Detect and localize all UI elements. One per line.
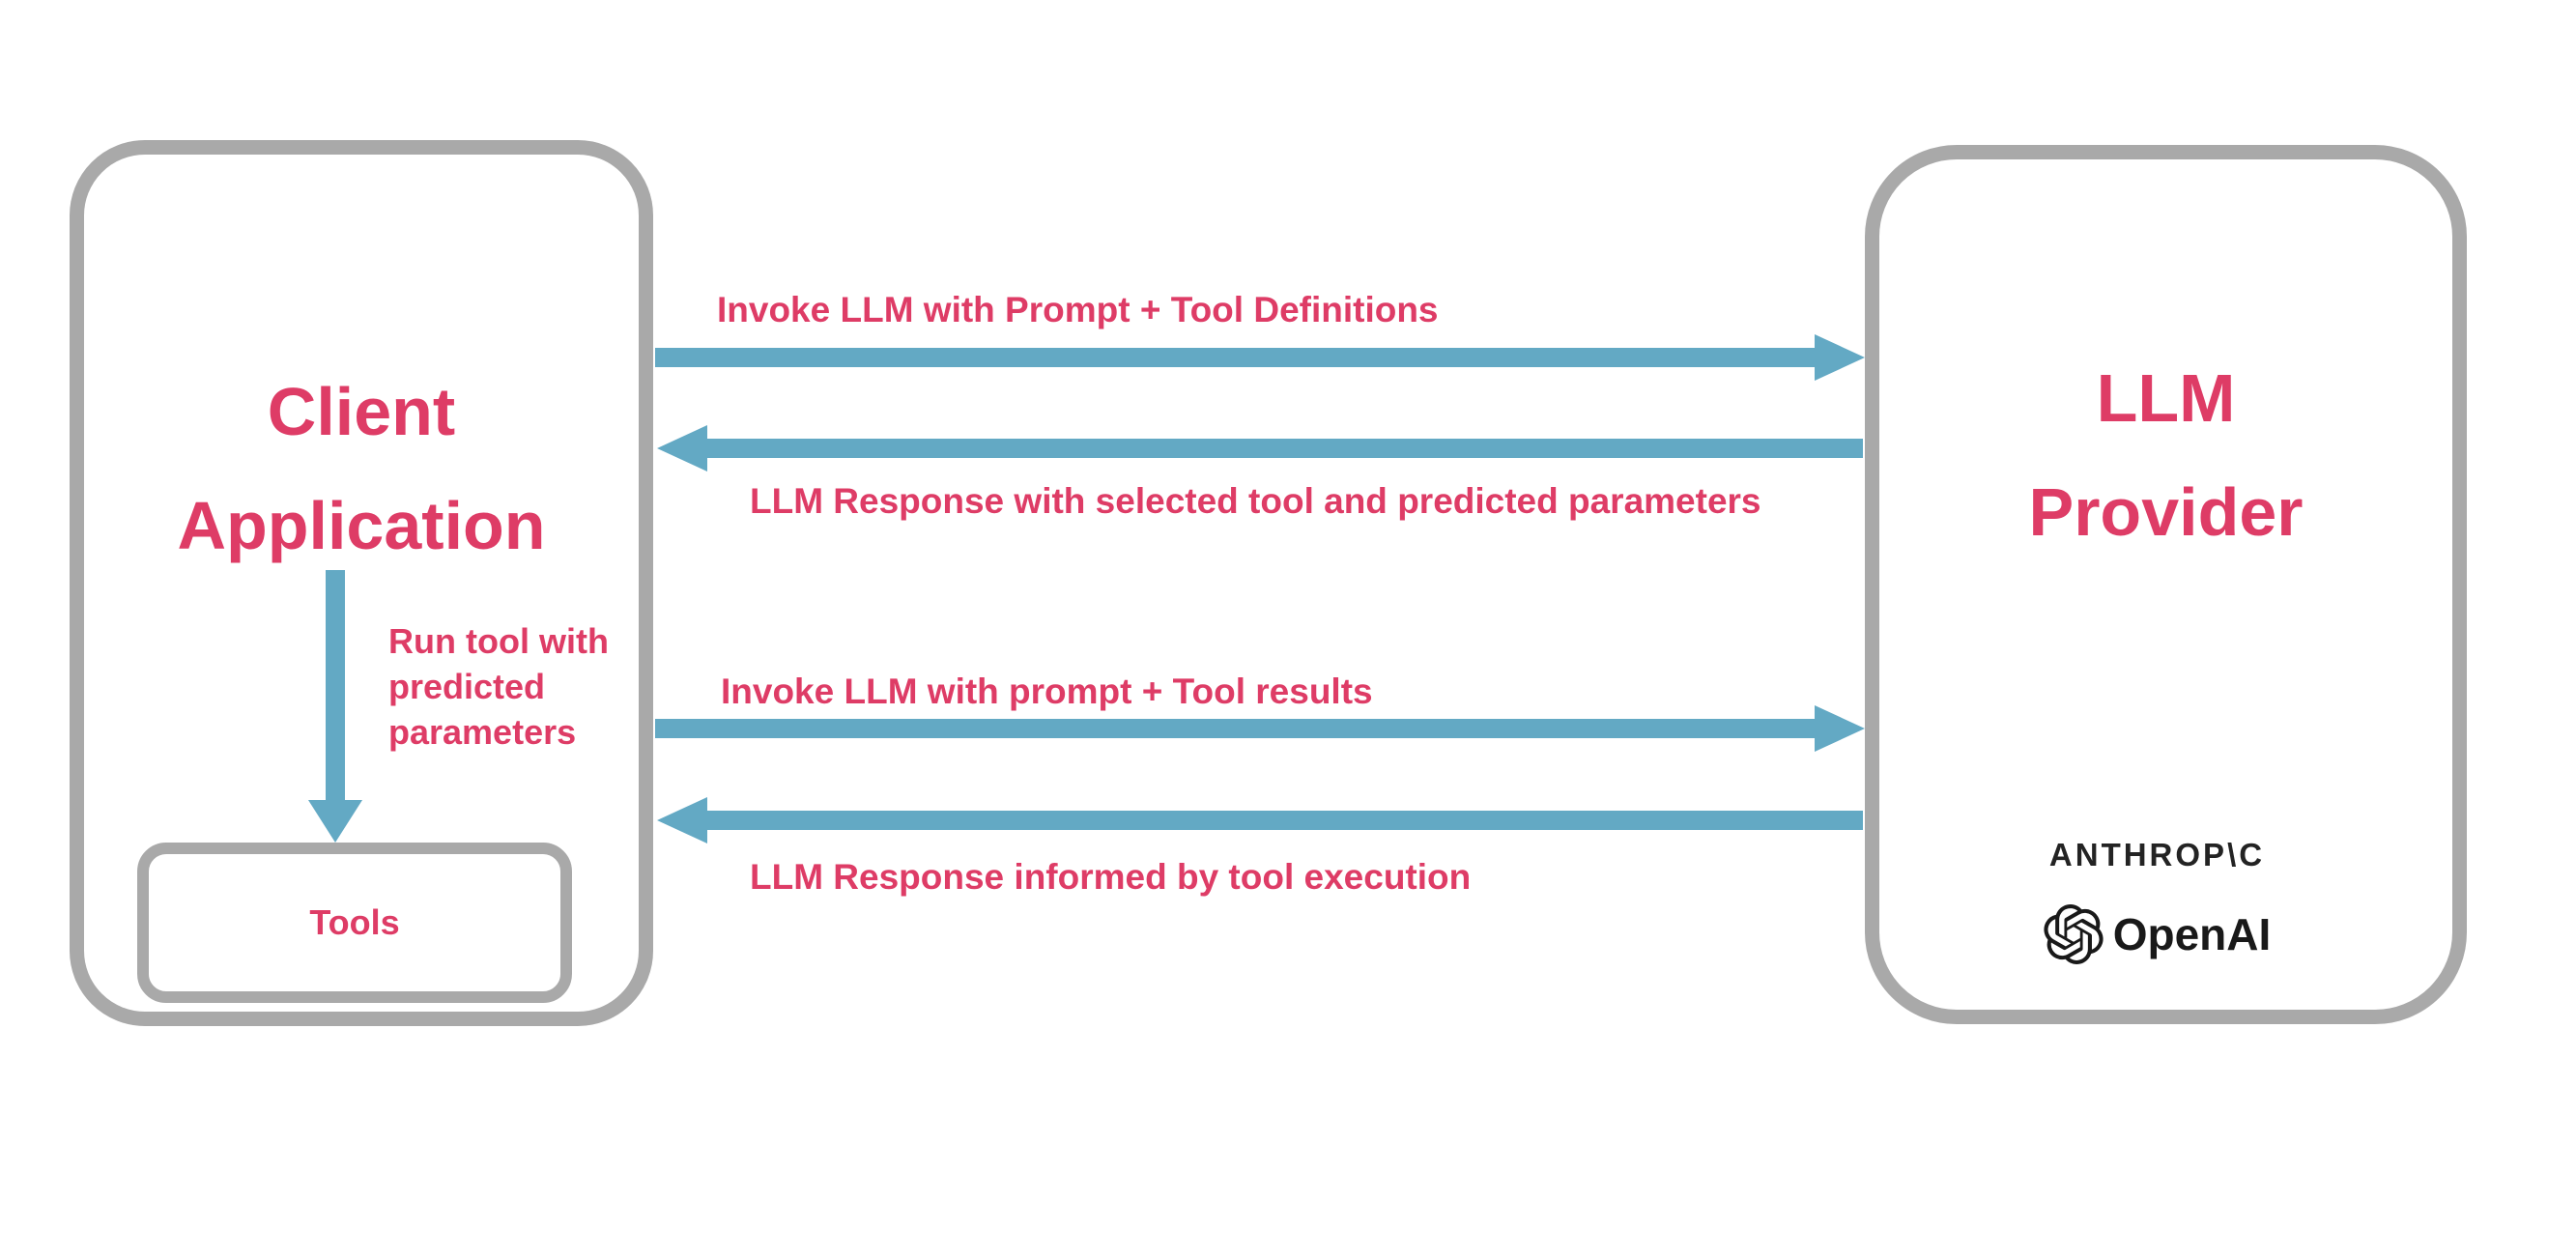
arrow1-head	[1815, 334, 1865, 381]
run-tool-arrow-head	[308, 800, 362, 843]
run-tool-label: Run tool with predicted parameters	[388, 621, 609, 752]
arrow4-label: LLM Response informed by tool execution	[750, 857, 1472, 897]
arrow1-label: Invoke LLM with Prompt + Tool Definition…	[717, 290, 1439, 329]
arrow2-body	[707, 439, 1863, 458]
arrow2-head	[657, 425, 707, 472]
arrow2-label: LLM Response with selected tool and pred…	[750, 481, 1761, 521]
run-tool-arrow-body	[326, 570, 345, 800]
llm-provider-box	[1865, 145, 2467, 1024]
arrow3-body	[655, 719, 1815, 738]
openai-icon	[2044, 904, 2104, 964]
arrow1-body	[655, 348, 1815, 367]
anthropic-wordmark: ANTHROP\C	[2048, 837, 2266, 872]
arrow4-head	[657, 797, 707, 843]
openai-logo-row: OpenAI	[1990, 904, 2324, 964]
tools-label: Tools	[309, 902, 400, 942]
arrow3-label: Invoke LLM with prompt + Tool results	[721, 672, 1373, 711]
client-application-title: Client Application	[177, 374, 546, 563]
llm-provider-title: LLM Provider	[2028, 360, 2304, 550]
arrow3-head	[1815, 705, 1865, 752]
openai-wordmark: OpenAI	[2112, 909, 2272, 959]
tools-box: Tools	[137, 843, 572, 1003]
arrow4-body	[707, 811, 1863, 830]
